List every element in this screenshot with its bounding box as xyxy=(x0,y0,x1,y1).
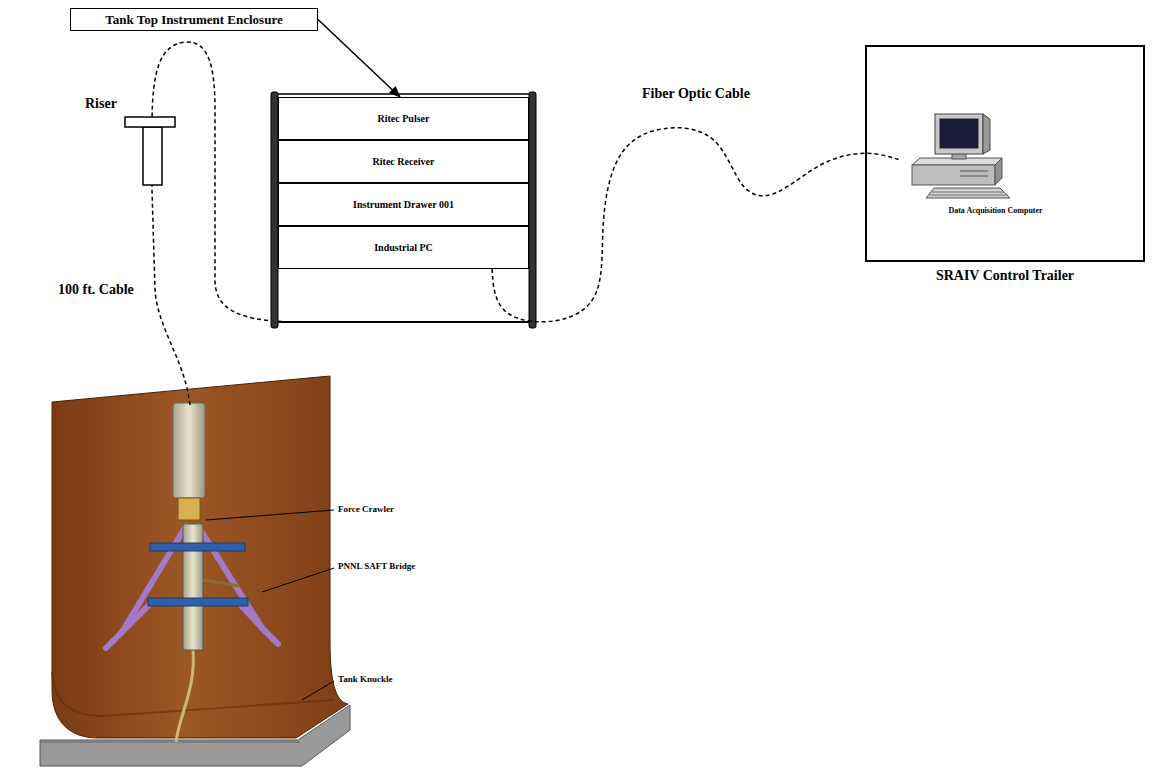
bridge-clamp xyxy=(150,543,245,551)
computer-part xyxy=(960,171,988,172)
node-text: SRAIV Control Trailer xyxy=(867,268,1143,284)
rack-drawer: Ritec Receiver xyxy=(278,140,529,183)
computer-part xyxy=(995,158,1002,185)
crawler-mount xyxy=(178,498,200,520)
slab-edge xyxy=(40,742,300,743)
computer-station: Data Acquisition Computer xyxy=(900,110,1075,230)
leader-lines xyxy=(206,510,334,700)
computer-part xyxy=(983,114,990,154)
node-text: Instrument Drawer 001 xyxy=(353,199,454,210)
computer-part xyxy=(929,195,1007,196)
computer-part xyxy=(912,165,995,185)
riser-pipe xyxy=(143,127,162,185)
computer-part xyxy=(926,188,1010,198)
node-text: Ritec Receiver xyxy=(373,156,435,167)
callout-label: Riser xyxy=(85,96,117,112)
rack-drawer: Industrial PC xyxy=(278,226,529,269)
computer-part xyxy=(940,119,978,148)
edge-label: Fiber Optic Cable xyxy=(640,86,752,102)
computer-part xyxy=(960,176,988,177)
rack-post xyxy=(271,92,278,328)
enclosure-box: Tank Top Instrument Enclosure xyxy=(70,8,318,31)
node-text: Ritec Pulser xyxy=(378,113,430,124)
bridge-clamp xyxy=(148,598,248,606)
computer-part xyxy=(932,192,1004,193)
callout-label: Tank Knuckle xyxy=(338,674,392,684)
rack-drawer: Ritec Pulser xyxy=(278,97,529,140)
bridge-arm xyxy=(203,580,240,586)
node-text: Industrial PC xyxy=(374,242,433,253)
trailer-box: SRAIV Control TrailerData Acquisition Co… xyxy=(865,45,1145,262)
rack-top-bar xyxy=(278,93,529,95)
computer-icon xyxy=(900,110,1012,202)
callout-label: Force Crawler xyxy=(338,504,394,514)
computer-part xyxy=(935,114,983,154)
node-text: Tank Top Instrument Enclosure xyxy=(105,12,282,28)
arrow-connector xyxy=(318,20,400,98)
callout-label: PNNL SAFT Bridge xyxy=(338,561,415,571)
rack-post xyxy=(529,92,536,328)
probe-cable xyxy=(176,648,193,742)
cable-connector xyxy=(492,128,900,322)
rack-drawer: Instrument Drawer 001 xyxy=(278,183,529,226)
rack-bottom-bar xyxy=(278,321,529,323)
tank-wall xyxy=(52,376,348,738)
riser-flange xyxy=(125,117,175,127)
node-text: Data Acquisition Computer xyxy=(916,206,1075,215)
callout-label: 100 ft. Cable xyxy=(58,282,134,298)
force-crawler xyxy=(173,403,205,498)
